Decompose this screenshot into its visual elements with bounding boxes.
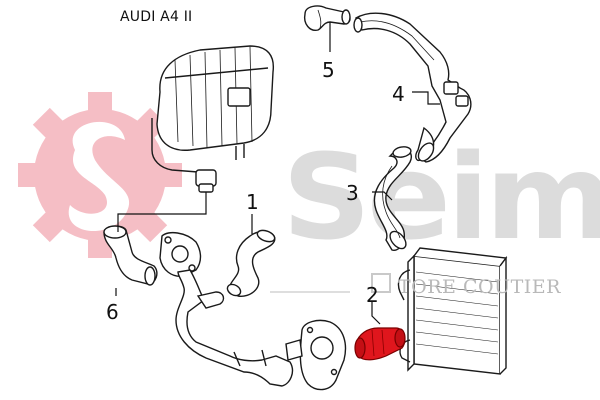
vehicle-title: AUDI A4 II [120,9,193,25]
pipe-assembly [159,231,347,391]
watermark-tagline: TORE COUTIER [398,276,561,298]
hose-5 [303,5,351,31]
hose-3 [373,146,412,251]
callout-6: 6 [106,300,119,324]
callout-3: 3 [346,181,359,205]
expansion-tank [151,45,275,193]
tagline-logo-box [371,273,391,293]
intercooler [397,247,508,375]
hose-2-highlighted [354,327,406,361]
callout-4: 4 [392,82,405,106]
hose-1 [226,229,276,297]
pipe-4 [353,12,472,163]
leader-lines [115,22,440,325]
callout-2: 2 [366,283,379,307]
callout-5: 5 [322,58,335,82]
hose-6 [103,225,158,286]
callout-1: 1 [246,190,259,214]
